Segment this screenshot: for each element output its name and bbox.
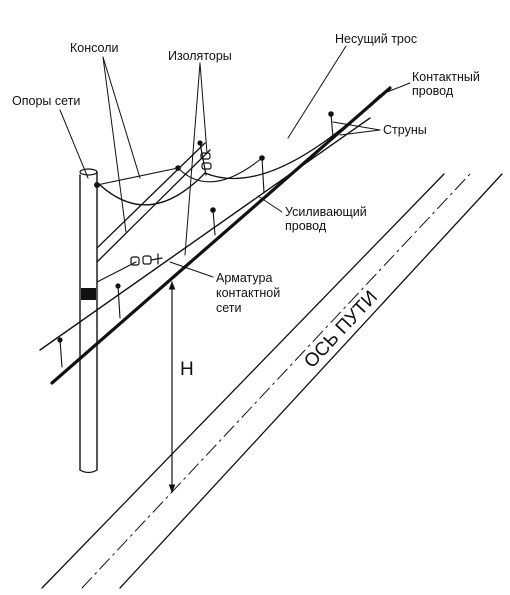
label-contact-wire-line2: провод	[412, 84, 454, 98]
track-rail-left	[41, 173, 445, 589]
label-fittings-line2: контактной	[216, 286, 280, 300]
label-consoles: Консоли	[70, 41, 118, 55]
label-track-axis: ОСЬ ПУТИ	[300, 287, 382, 372]
label-reinforcing-line1: Усиливающий	[285, 205, 367, 219]
label-contact-wire-line1: Контактный	[412, 70, 480, 84]
pole-band	[81, 288, 96, 300]
label-insulators: Изоляторы	[168, 49, 232, 63]
contact-wire	[50, 86, 392, 385]
label-droppers: Струны	[383, 123, 427, 137]
track	[41, 173, 503, 589]
label-supports: Опоры сети	[12, 94, 80, 108]
label-catenary: Несущий трос	[335, 32, 417, 46]
label-height: H	[180, 359, 194, 380]
catenary-wire	[99, 94, 381, 213]
consoles	[96, 142, 211, 283]
droppers	[57, 113, 334, 368]
insulators	[130, 140, 212, 266]
support-pole	[79, 168, 100, 474]
label-fittings-line3: сети	[216, 301, 242, 315]
reinforcing-wire	[39, 117, 371, 351]
label-reinforcing-line2: провод	[285, 219, 327, 233]
track-rail-right	[119, 173, 503, 589]
track-axis-line	[81, 173, 471, 589]
label-fittings-line1: Арматура	[216, 271, 272, 285]
leader-lines	[59, 45, 411, 278]
